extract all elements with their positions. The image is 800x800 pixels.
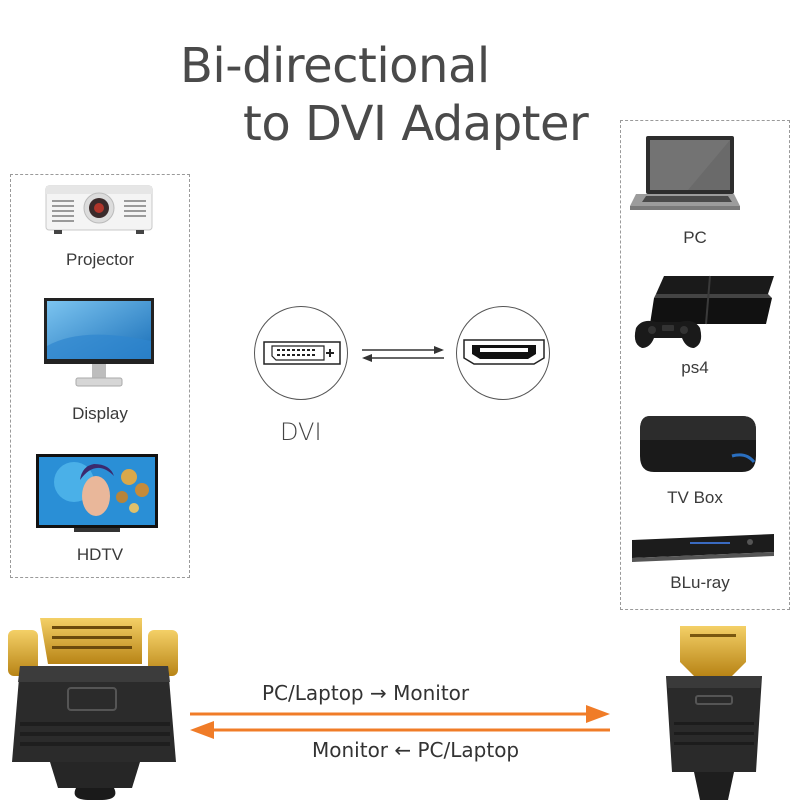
device-label-ps4: ps4 <box>681 358 709 377</box>
device-label-hdtv: HDTV <box>76 545 124 564</box>
dvi-port-icon <box>263 341 341 365</box>
reverse-arrowhead-icon <box>190 721 214 739</box>
dvi-label: DVI <box>280 418 322 446</box>
dvi-plug-icon <box>8 618 178 800</box>
hdmi-plug-icon <box>666 626 762 800</box>
game-console-icon <box>634 275 774 348</box>
device-label-pc: PC <box>683 228 707 247</box>
bluray-player-icon <box>632 534 774 562</box>
device-label-display: Display <box>72 404 128 423</box>
flow-arrows <box>190 705 610 739</box>
bidirectional-arrows-icon <box>362 346 444 362</box>
left-device-panel <box>10 174 190 578</box>
title-line-1: Bi-directional <box>180 38 490 94</box>
right-device-panel <box>620 120 790 610</box>
title-line-2: to DVI Adapter <box>243 96 589 152</box>
hdmi-port-icon <box>463 339 545 365</box>
flow-reverse-label: Monitor ← PC/Laptop <box>312 738 520 762</box>
laptop-icon <box>630 136 740 210</box>
projector-icon <box>45 185 153 234</box>
device-label-tv-box: TV Box <box>667 488 723 507</box>
tv-icon <box>36 454 158 532</box>
flow-forward-label: PC/Laptop → Monitor <box>262 681 470 705</box>
device-label-bluray: BLu-ray <box>670 573 730 592</box>
monitor-icon <box>44 298 154 387</box>
tv-box-icon <box>640 416 756 472</box>
forward-arrowhead-icon <box>586 705 610 723</box>
device-label-projector: Projector <box>65 250 135 269</box>
